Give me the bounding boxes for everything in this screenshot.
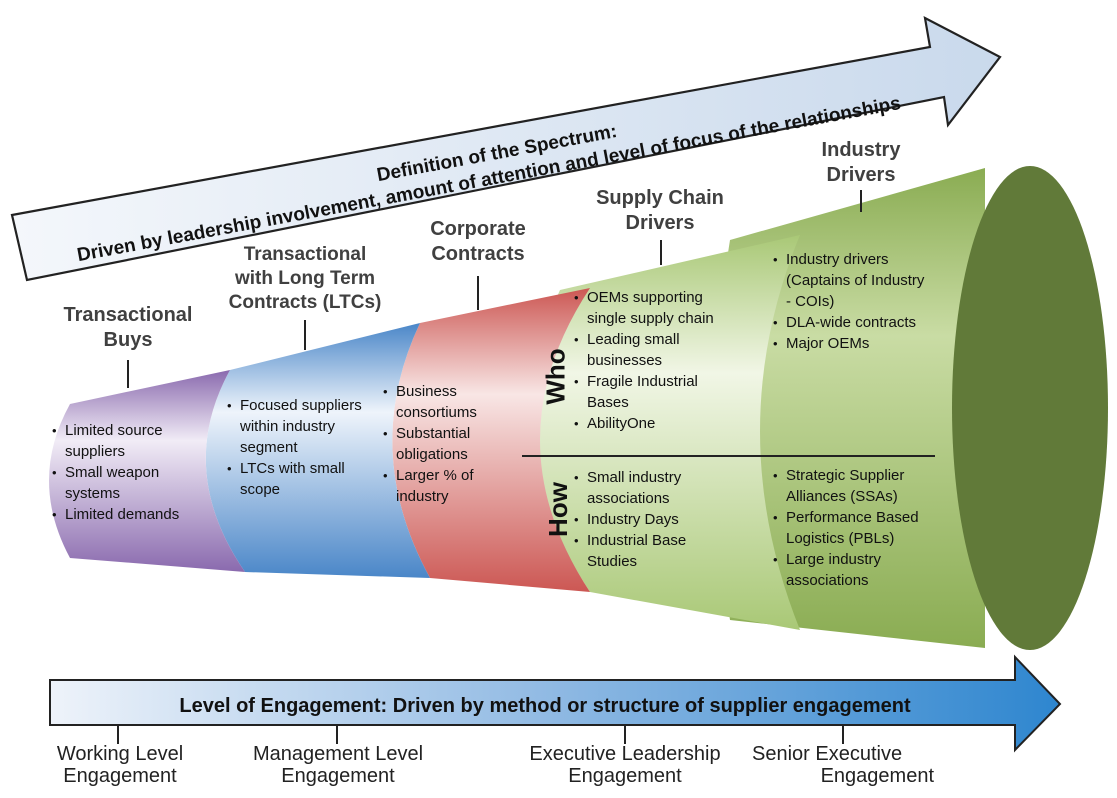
list-item: LTCs with small scope	[227, 458, 362, 500]
list-item: Small weapon systems	[52, 462, 202, 504]
list-item: Limited demands	[52, 504, 202, 525]
list-item: Larger % of industry	[383, 465, 508, 507]
list-item: Large industry associations	[773, 549, 938, 591]
list-item: Industrial Base Studies	[574, 530, 714, 572]
list-item: Business consortiums	[383, 381, 508, 423]
list-item: AbilityOne	[574, 413, 734, 434]
cone-end-ellipse	[952, 166, 1108, 650]
supply-chain-how-bullets: Small industry associations Industry Day…	[574, 467, 714, 572]
list-item: OEMs supporting single supply chain	[574, 287, 734, 329]
bottom-arrow-shape	[49, 654, 1062, 753]
list-item: Major OEMs	[773, 333, 933, 354]
ltc-bullets: Focused suppliers within industry segmen…	[227, 395, 362, 500]
list-item: Limited source suppliers	[52, 420, 202, 462]
list-item: Industry Days	[574, 509, 714, 530]
list-item: DLA-wide contracts	[773, 312, 933, 333]
how-label: How	[542, 482, 573, 537]
transactional-bullets: Limited source suppliers Small weapon sy…	[52, 420, 202, 525]
corporate-bullets: Business consortiums Substantial obligat…	[383, 381, 508, 507]
list-item: Industry drivers (Captains of Industry -…	[773, 249, 933, 312]
industry-who-bullets: Industry drivers (Captains of Industry -…	[773, 249, 933, 354]
supply-chain-who-bullets: OEMs supporting single supply chain Lead…	[574, 287, 734, 434]
bottom-arrow-label: Level of Engagement: Driven by method or…	[179, 695, 911, 717]
list-item: Focused suppliers within industry segmen…	[227, 395, 362, 458]
list-item: Small industry associations	[574, 467, 714, 509]
who-label: Who	[540, 348, 571, 405]
top-arrow-shape	[10, 16, 1002, 282]
list-item: Substantial obligations	[383, 423, 508, 465]
list-item: Leading small businesses	[574, 329, 734, 371]
list-item: Fragile Industrial Bases	[574, 371, 734, 413]
list-item: Performance Based Logistics (PBLs)	[773, 507, 938, 549]
industry-how-bullets: Strategic Supplier Alliances (SSAs) Perf…	[773, 465, 938, 591]
list-item: Strategic Supplier Alliances (SSAs)	[773, 465, 938, 507]
